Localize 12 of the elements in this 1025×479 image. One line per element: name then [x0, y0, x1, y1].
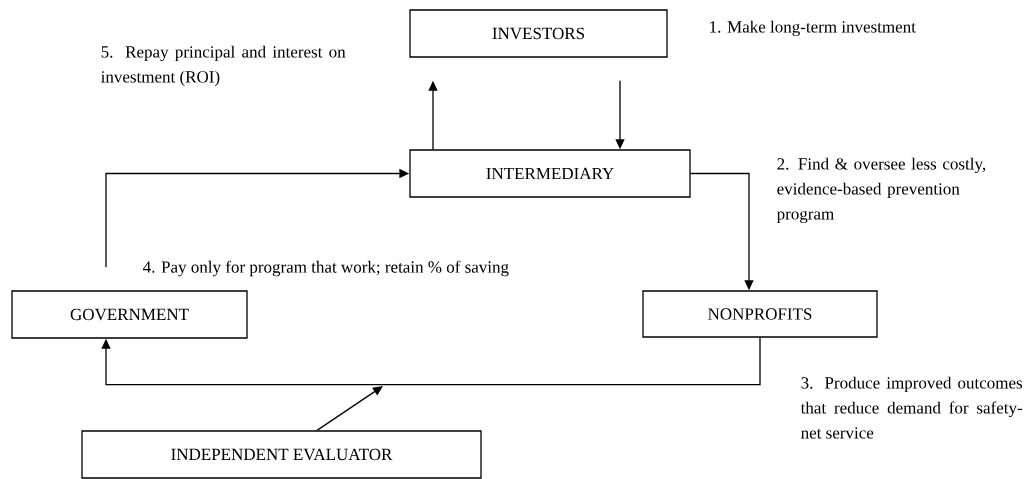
- arrow: [101, 337, 761, 386]
- process-box: GOVERNMENT: [11, 290, 248, 339]
- arrow: [316, 386, 383, 431]
- process-box: INVESTORS: [409, 9, 668, 58]
- process-box: INDEPENDENT EVALUATOR: [81, 430, 482, 479]
- note-text: 3. Produce improved outcomes that reduce demand for safety-net service: [800, 376, 1023, 439]
- note-text: 5. Repay principal and interest on investment (ROI): [101, 45, 346, 87]
- process-box: NONPROFITS: [642, 290, 878, 338]
- process-box: INTERMEDIARY: [409, 149, 691, 198]
- note-text: 1. Make long-term investment: [710, 20, 916, 37]
- note-text: 4. Pay only for program that work; retain % of saving: [143, 260, 509, 277]
- note-text: 2. Find & oversee less costly, evidence-based prevention program: [776, 157, 986, 224]
